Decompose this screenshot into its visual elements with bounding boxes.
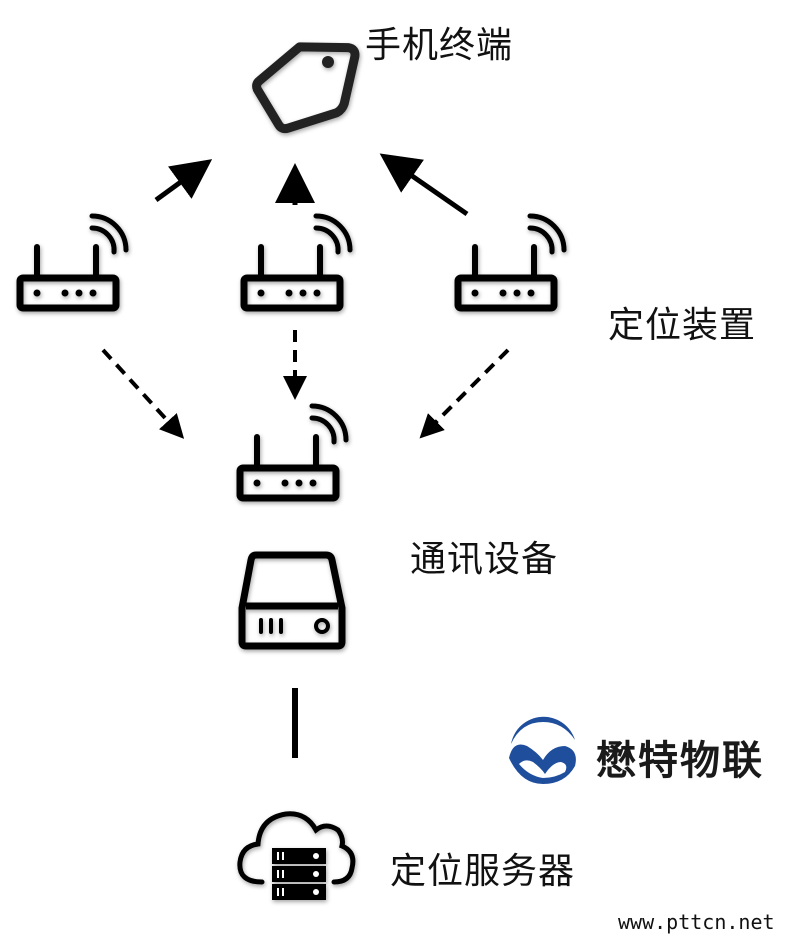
router-icon-comm <box>236 403 349 502</box>
dashed-arrow-locator3-to-comm <box>419 348 510 439</box>
dashed-arrow-locator1-to-comm <box>101 348 185 439</box>
router-icon-locator-2 <box>240 213 353 312</box>
brand-logo-icon <box>509 716 576 784</box>
cloud-server-icon <box>237 811 356 900</box>
label-server: 定位服务器 <box>390 851 576 892</box>
router-icon-locator-3 <box>454 213 567 312</box>
label-comm: 通讯设备 <box>410 539 559 580</box>
arrow-locator1-to-terminal <box>154 159 213 203</box>
tag-icon <box>252 42 360 134</box>
router-icon-locator-1 <box>16 213 129 312</box>
arrow-locator3-to-terminal <box>379 153 469 217</box>
label-terminal: 手机终端 <box>365 25 514 66</box>
hard-drive-icon <box>238 551 346 650</box>
watermark-url: www.pttcn.net <box>618 910 775 934</box>
label-locators: 定位装置 <box>608 305 757 346</box>
brand-name: 懋特物联 <box>596 738 764 784</box>
